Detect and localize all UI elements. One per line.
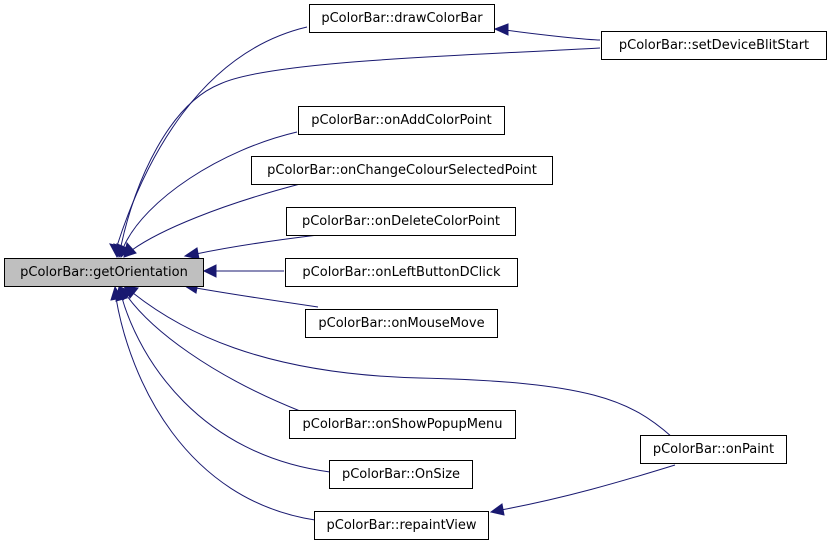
node-onMouseMove[interactable]: pColorBar::onMouseMove bbox=[305, 309, 498, 338]
edge-onMouseMove-to-getOrientation bbox=[195, 287, 319, 308]
edge-arrowhead bbox=[123, 241, 137, 258]
edge-setDeviceBlitStart-to-drawColorBar bbox=[504, 29, 601, 41]
edge-onDeleteColorPoint-to-getOrientation bbox=[195, 234, 319, 255]
edge-OnSize-to-getOrientation bbox=[121, 297, 331, 473]
node-OnSize[interactable]: pColorBar::OnSize bbox=[329, 460, 473, 489]
edge-arrowhead bbox=[493, 23, 509, 36]
node-getOrientation: pColorBar::getOrientation bbox=[4, 258, 204, 287]
edge-drawColorBar-to-getOrientation bbox=[116, 26, 308, 247]
edge-arrowhead bbox=[489, 503, 505, 516]
node-onShowPopupMenu[interactable]: pColorBar::onShowPopupMenu bbox=[289, 410, 516, 439]
edge-onAddColorPoint-to-getOrientation bbox=[123, 131, 298, 247]
node-onDeleteColorPoint[interactable]: pColorBar::onDeleteColorPoint bbox=[286, 207, 516, 236]
node-onLeftButtonDClick[interactable]: pColorBar::onLeftButtonDClick bbox=[285, 258, 518, 287]
edge-setDeviceBlitStart-to-getOrientation bbox=[120, 47, 601, 247]
edge-repaintView-to-getOrientation bbox=[115, 297, 316, 521]
edge-onChangeColourSelectedPoint-to-getOrientation bbox=[131, 183, 301, 251]
edge-onPaint-to-repaintView bbox=[500, 464, 676, 511]
node-drawColorBar[interactable]: pColorBar::drawColorBar bbox=[309, 4, 495, 33]
edge-arrowhead bbox=[202, 264, 217, 278]
edge-onPaint-to-getOrientation bbox=[132, 292, 673, 438]
edge-arrowhead bbox=[183, 247, 200, 260]
node-onPaint[interactable]: pColorBar::onPaint bbox=[640, 435, 787, 464]
edge-onShowPopupMenu-to-getOrientation bbox=[126, 295, 301, 412]
node-setDeviceBlitStart[interactable]: pColorBar::setDeviceBlitStart bbox=[601, 31, 827, 60]
node-onAddColorPoint[interactable]: pColorBar::onAddColorPoint bbox=[298, 106, 505, 135]
edge-arrowhead bbox=[110, 285, 123, 301]
node-onChangeColourSelectedPoint[interactable]: pColorBar::onChangeColourSelectedPoint bbox=[251, 156, 553, 185]
node-repaintView[interactable]: pColorBar::repaintView bbox=[314, 511, 489, 540]
